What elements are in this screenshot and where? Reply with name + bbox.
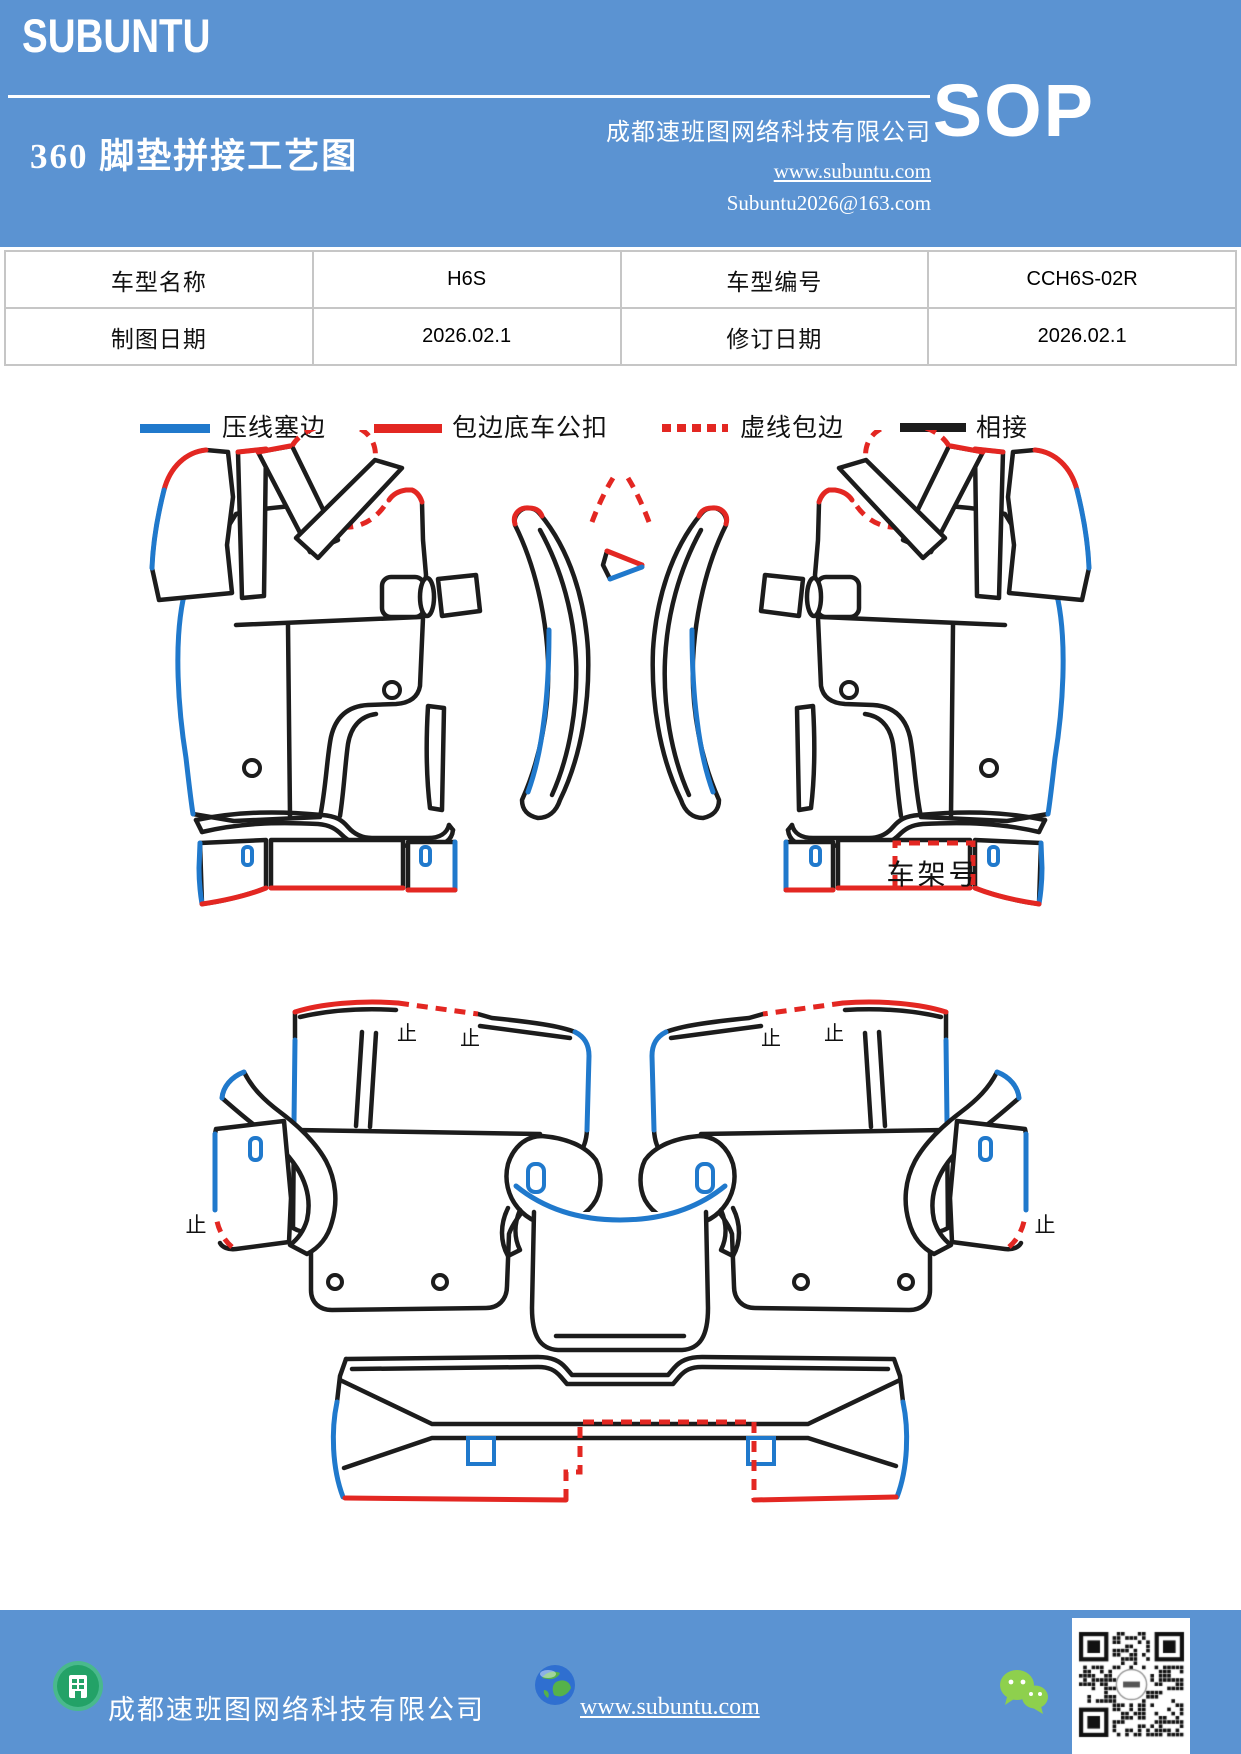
revise-date-value: 2026.02.1 bbox=[927, 307, 1237, 366]
vehicle-info-table: 车型名称 H6S 车型编号 CCH6S-02R 制图日期 2026.02.1 修… bbox=[4, 250, 1237, 366]
stop-mark: 止 bbox=[1035, 1213, 1056, 1237]
page-title: 360 脚垫拼接工艺图 bbox=[30, 137, 359, 176]
footer-company-name: 成都速班图网络科技有限公司 bbox=[108, 1695, 485, 1725]
stop-mark: 止 bbox=[397, 1022, 417, 1045]
legend-label: 包边底车公扣 bbox=[452, 415, 609, 442]
model-code-value: CCH6S-02R bbox=[927, 250, 1237, 309]
front-left-mat-group bbox=[149, 430, 616, 907]
company-building-icon bbox=[53, 1661, 103, 1711]
front-center-tip-piece bbox=[600, 548, 645, 582]
rear-bench-mat bbox=[330, 1354, 910, 1503]
legend-label: 虚线包边 bbox=[740, 415, 845, 442]
legend-swatch-red-dashed-line bbox=[662, 424, 728, 432]
frame-number-label: 车架号 bbox=[886, 859, 979, 891]
table-row: 车型名称 H6S 车型编号 CCH6S-02R bbox=[4, 250, 1237, 309]
rear-center-console-piece bbox=[513, 1183, 728, 1353]
stop-mark: 止 bbox=[460, 1027, 480, 1050]
front-right-mat-group bbox=[628, 430, 1089, 904]
sop-badge: SOP bbox=[932, 69, 1095, 152]
header-divider bbox=[8, 95, 930, 98]
line-type-legend: 压线塞边 包边底车公扣 虚线包边 相接 bbox=[0, 400, 1241, 448]
header-email[interactable]: Subuntu2026@163.com bbox=[726, 191, 931, 215]
frame-number-zone: 车架号 bbox=[886, 840, 979, 891]
legend-swatch-black-line bbox=[900, 423, 966, 432]
revise-date-label: 修订日期 bbox=[619, 307, 930, 366]
legend-swatch-red-line bbox=[374, 424, 442, 433]
brand-logo: SUBUNTU bbox=[22, 9, 211, 62]
rear-left-mat-group bbox=[212, 999, 603, 1313]
stop-mark: 止 bbox=[186, 1213, 207, 1237]
header-banner: SUBUNTU 360 脚垫拼接工艺图 成都速班图网络科技有限公司 www.su… bbox=[0, 0, 1241, 247]
draw-date-value: 2026.02.1 bbox=[311, 307, 622, 366]
legend-swatch-blue-line bbox=[140, 424, 210, 433]
model-name-label: 车型名称 bbox=[4, 250, 314, 309]
qr-code bbox=[1072, 1618, 1190, 1754]
header-website-link[interactable]: www.subuntu.com bbox=[773, 159, 931, 183]
footer-banner: 成都速班图网络科技有限公司 www.subuntu.com bbox=[0, 1610, 1241, 1754]
mat-splicing-diagram: 车架号 bbox=[149, 430, 1241, 1503]
model-code-label: 车型编号 bbox=[619, 250, 930, 309]
model-name-value: H6S bbox=[311, 250, 622, 309]
table-row: 制图日期 2026.02.1 修订日期 2026.02.1 bbox=[4, 307, 1237, 366]
stop-mark: 止 bbox=[761, 1027, 781, 1050]
wechat-icon bbox=[1000, 1670, 1048, 1714]
stop-mark: 止 bbox=[824, 1022, 844, 1045]
legend-label: 压线塞边 bbox=[222, 415, 327, 442]
header-contact-block: 成都速班图网络科技有限公司 www.subuntu.com Subuntu202… bbox=[606, 112, 931, 216]
footer-website-link[interactable]: www.subuntu.com bbox=[580, 1694, 760, 1720]
globe-icon bbox=[535, 1665, 575, 1705]
legend-label: 相接 bbox=[976, 415, 1029, 442]
header-company-name: 成都速班图网络科技有限公司 bbox=[606, 120, 931, 146]
draw-date-label: 制图日期 bbox=[4, 307, 314, 366]
